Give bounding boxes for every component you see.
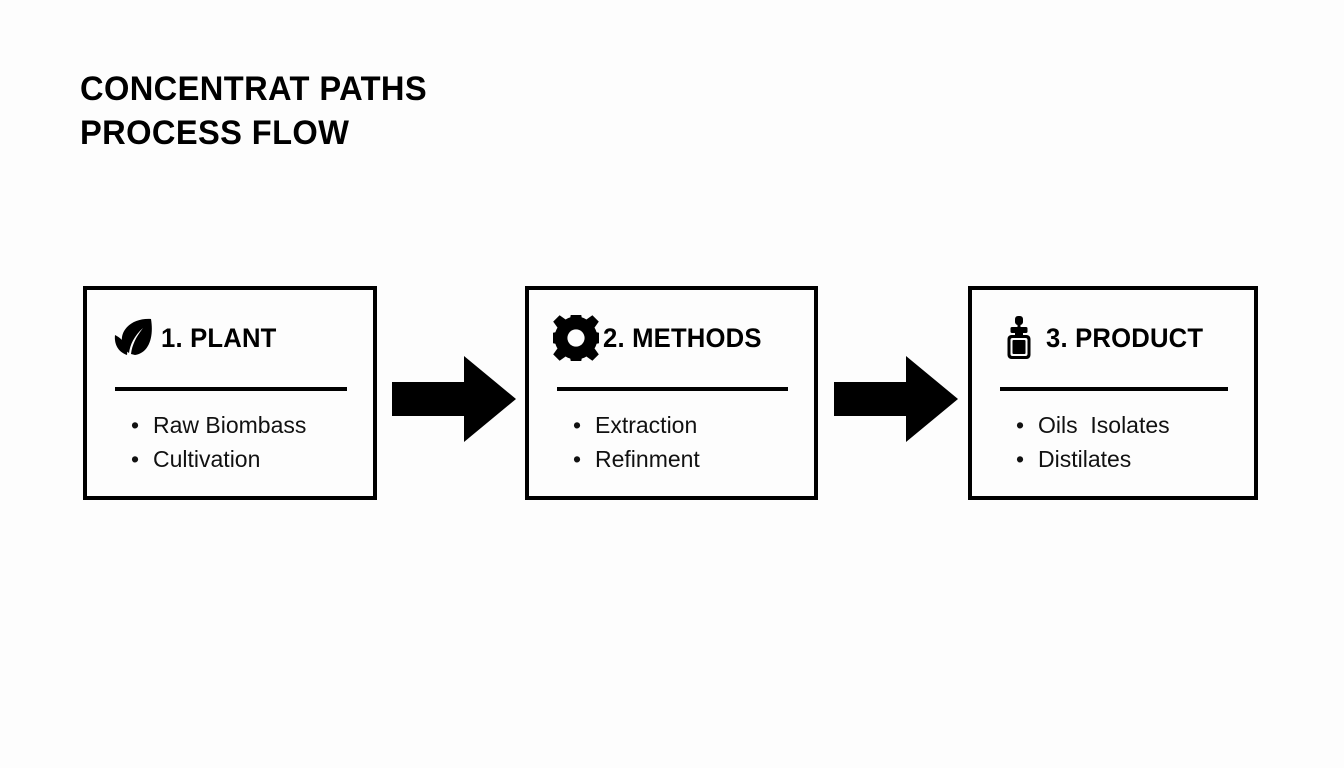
- list-item: Cultivation: [131, 442, 359, 476]
- page-title-line-1: CONCENTRAT PATHS: [80, 70, 428, 108]
- page-title-line-2: PROCESS FLOW: [80, 113, 350, 152]
- dropper-bottle-icon: [996, 315, 1042, 361]
- step-header-methods: 2. METHODS: [553, 312, 770, 364]
- step-divider-plant: [115, 387, 347, 391]
- step-divider-product: [1000, 387, 1228, 391]
- step-divider-methods: [557, 387, 788, 391]
- list-item: Extraction: [573, 408, 800, 442]
- step-card-methods[interactable]: 2. METHODS Extraction Refinment: [525, 286, 818, 500]
- step-header-plant: 1. PLANT: [111, 312, 283, 364]
- step-title-plant: 1. PLANT: [161, 322, 277, 353]
- leaf-icon: [111, 315, 157, 361]
- list-item: Distilates: [1016, 442, 1240, 476]
- list-item: Refinment: [573, 442, 800, 476]
- step-bullets-plant: Raw Biombass Cultivation: [131, 408, 359, 476]
- step-title-product: 3. PRODUCT: [1046, 322, 1204, 353]
- list-item: Raw Biombass: [131, 408, 359, 442]
- arrow-plant-to-methods-icon: [392, 356, 516, 442]
- list-item: Oils Isolates: [1016, 408, 1240, 442]
- arrow-methods-to-product-icon: [834, 356, 958, 442]
- step-card-plant[interactable]: 1. PLANT Raw Biombass Cultivation: [83, 286, 377, 500]
- step-card-product[interactable]: 3. PRODUCT Oils Isolates Distilates: [968, 286, 1258, 500]
- step-bullets-product: Oils Isolates Distilates: [1016, 408, 1240, 476]
- page-title: CONCENTRAT PATHS PROCESS FLOW: [80, 70, 442, 159]
- step-title-methods: 2. METHODS: [603, 322, 762, 353]
- step-header-product: 3. PRODUCT: [996, 312, 1212, 364]
- gear-icon: [553, 315, 599, 361]
- step-bullets-methods: Extraction Refinment: [573, 408, 800, 476]
